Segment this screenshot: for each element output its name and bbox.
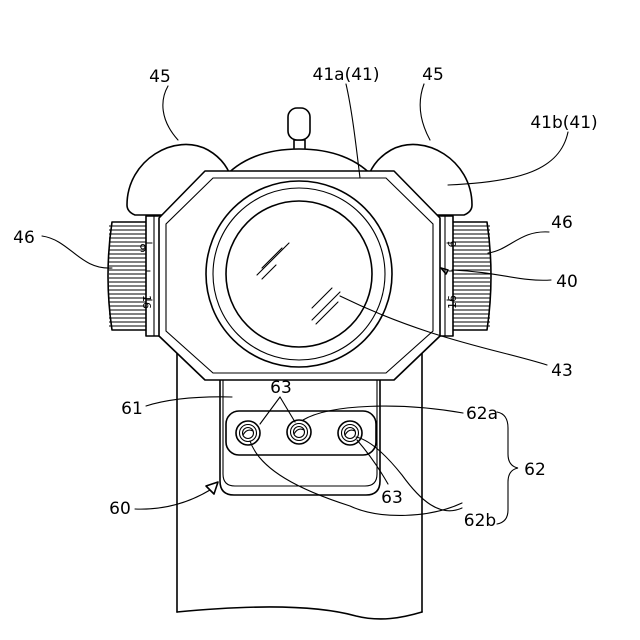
screw-bar [226, 411, 376, 455]
label-lens: 43 [551, 361, 573, 381]
label-mount: 60 [109, 499, 131, 519]
label-knob-left: 46 [13, 228, 35, 248]
left-dial-upper: 6 [140, 241, 147, 254]
label-plate: 61 [121, 399, 143, 419]
right-dial-upper: 6 [446, 241, 459, 248]
label-hole-group: 62 [524, 460, 546, 480]
label-knob-right: 46 [551, 213, 573, 233]
label-top-housing: 41a(41) [313, 65, 380, 85]
left-dial-lower: 16 [140, 295, 153, 309]
label-side-housing: 41b(41) [530, 113, 597, 133]
sight-body [159, 171, 440, 380]
label-cap-left: 45 [149, 67, 171, 87]
right-dial-lower: 16 [446, 295, 459, 309]
label-sight-body: 40 [556, 272, 578, 292]
top-post [288, 108, 310, 148]
label-screws-top: 63 [270, 378, 292, 398]
label-screws-bottom: 63 [381, 488, 403, 508]
label-hole-a: 62a [466, 404, 498, 424]
label-hole-b: 62b [464, 511, 496, 531]
label-cap-right: 45 [422, 65, 444, 85]
